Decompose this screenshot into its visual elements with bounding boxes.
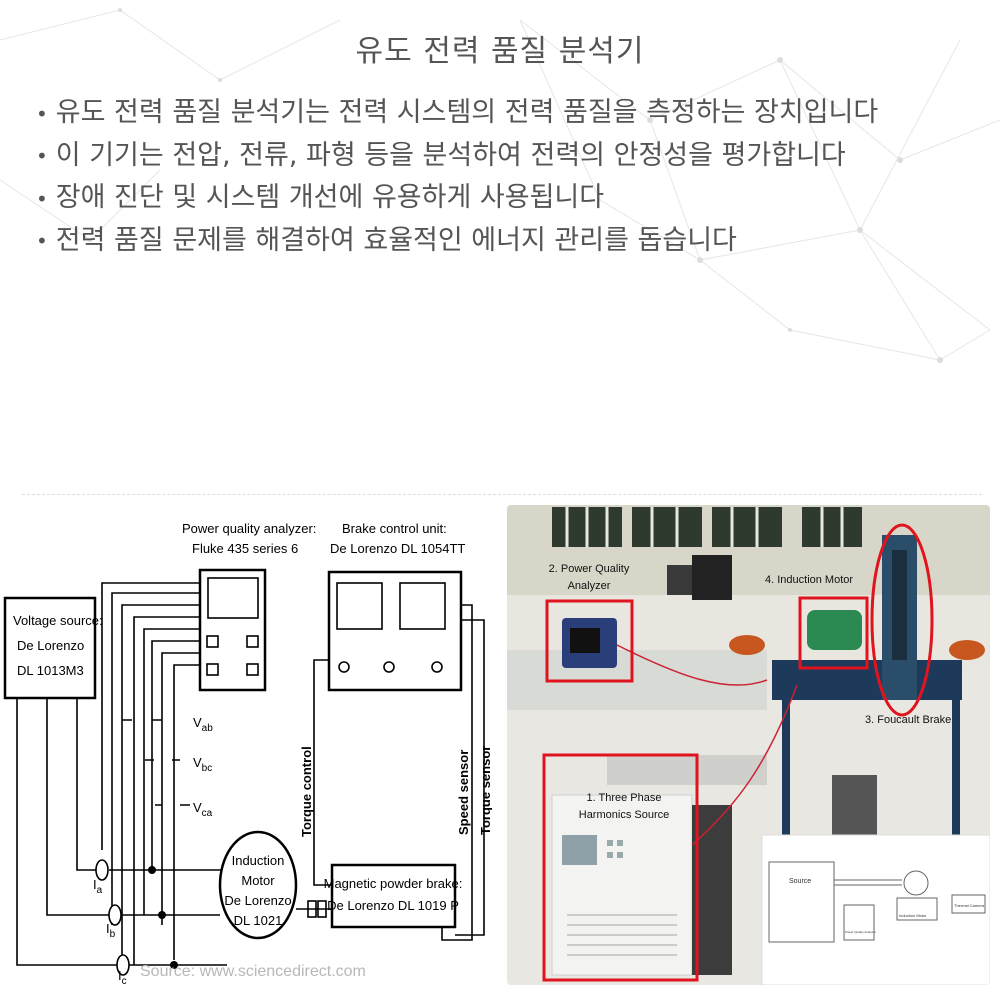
- bullet-list: 유도 전력 품질 분석기는 전력 시스템의 전력 품질을 측정하는 장치입니다 …: [36, 92, 878, 262]
- brake-highlight-ellipse: [870, 523, 934, 717]
- diagram-source-note: Source: www.sciencedirect.com: [140, 963, 366, 980]
- v-sub: ab: [202, 723, 214, 734]
- torque-control-label: Torque control: [299, 746, 314, 837]
- motor-label: De Lorenzo: [224, 893, 291, 908]
- torque-sensor-label: Torque sensor: [478, 746, 492, 835]
- inset-pqa-label: Power Quality Analyzer: [845, 930, 876, 934]
- motor-highlight-box: [798, 596, 869, 670]
- page-title: 유도 전력 품질 분석기: [355, 34, 645, 69]
- svg-text:Vca: Vca: [193, 800, 213, 819]
- bcu-label-line2: De Lorenzo DL 1054TT: [330, 541, 465, 556]
- svg-text:Ib: Ib: [106, 921, 116, 940]
- v-label: V: [193, 715, 202, 730]
- pqa-highlight-box: [545, 599, 634, 683]
- inset-source-label: Source: [789, 878, 811, 885]
- pqa-label-line2: Fluke 435 series 6: [192, 541, 298, 556]
- v-label: V: [193, 800, 202, 815]
- source-photo-label: Harmonics Source: [579, 809, 669, 821]
- v-sub: ca: [202, 808, 213, 819]
- bullet-item: 이 기기는 전압, 전류, 파형 등을 분석하여 전력의 안정성을 평가합니다: [36, 135, 878, 178]
- pqa-photo-label: Analyzer: [568, 580, 611, 592]
- pqa-label-line1: Power quality analyzer:: [182, 521, 316, 536]
- voltage-source-line1: Voltage source:: [13, 613, 103, 628]
- svg-text:Ic: Ic: [118, 968, 127, 987]
- i-label: I: [106, 921, 110, 936]
- brake-photo-label: 3. Foucault Brake: [865, 714, 951, 726]
- speed-sensor-label: Speed sensor: [456, 750, 471, 835]
- svg-text:Ia: Ia: [93, 877, 103, 896]
- brake-label-line1: Magnetic powder brake:: [324, 876, 463, 891]
- v-label: V: [193, 755, 202, 770]
- bullet-item: 유도 전력 품질 분석기는 전력 시스템의 전력 품질을 측정하는 장치입니다: [36, 92, 878, 135]
- test-setup-schematic: Power quality analyzer: Fluke 435 series…: [2, 505, 492, 990]
- inset-motor-label: Induction Motor: [899, 913, 927, 918]
- brake-label-line2: De Lorenzo DL 1019 P: [327, 898, 459, 913]
- svg-text:Vab: Vab: [193, 715, 213, 734]
- lab-setup-photo: Source Power Quality Analyzer Induction …: [507, 505, 990, 985]
- i-label: I: [93, 877, 97, 892]
- i-sub: a: [97, 885, 103, 896]
- pqa-photo-label: 2. Power Quality: [549, 563, 630, 575]
- bcu-label-line1: Brake control unit:: [342, 521, 447, 536]
- voltage-source-line2: De Lorenzo: [17, 638, 84, 653]
- i-sub: c: [122, 976, 127, 987]
- voltage-source-line3: DL 1013M3: [17, 663, 84, 678]
- section-divider: [22, 494, 982, 495]
- i-sub: b: [110, 929, 116, 940]
- v-sub: bc: [202, 763, 213, 774]
- motor-label: DL 1021: [234, 913, 283, 928]
- bullet-item: 장애 진단 및 시스템 개선에 유용하게 사용됩니다: [36, 177, 878, 220]
- motor-photo-label: 4. Induction Motor: [765, 574, 853, 586]
- source-highlight-box: [542, 753, 699, 982]
- inset-camera-label: Thermal Camera: [954, 903, 985, 908]
- i-label: I: [118, 968, 122, 983]
- svg-text:Vbc: Vbc: [193, 755, 212, 774]
- motor-label: Motor: [241, 873, 275, 888]
- motor-label: Induction: [232, 853, 285, 868]
- bullet-item: 전력 품질 문제를 해결하여 효율적인 에너지 관리를 돕습니다: [36, 220, 878, 263]
- source-photo-label: 1. Three Phase: [586, 792, 661, 804]
